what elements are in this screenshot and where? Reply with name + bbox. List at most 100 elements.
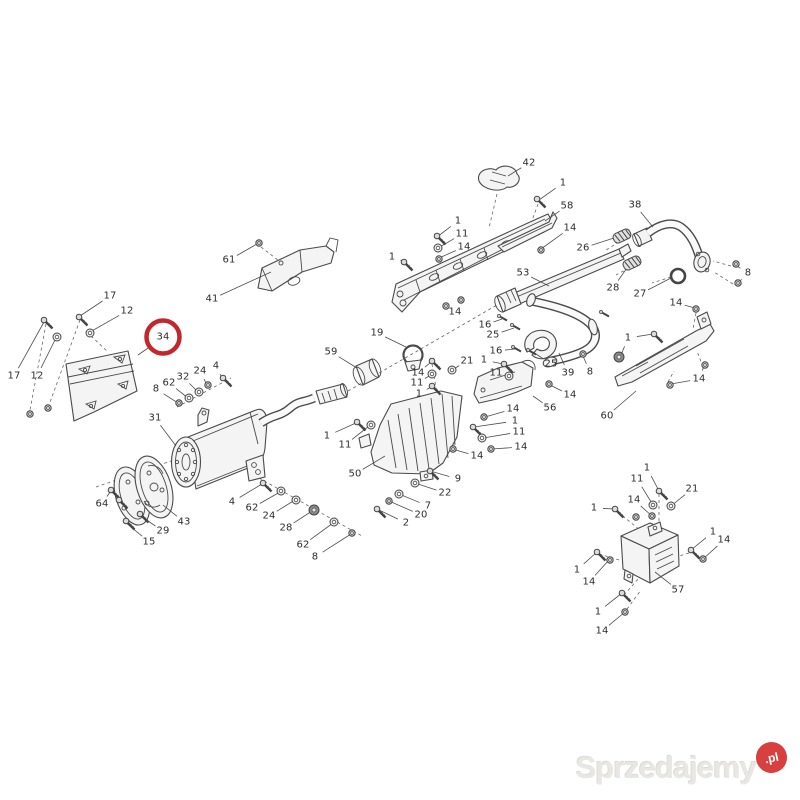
leader-line (484, 411, 505, 418)
pipe-39 (526, 293, 600, 368)
fastener-nut-icon (449, 445, 457, 453)
fastener-oring-icon (669, 267, 687, 285)
fastener-bolt-icon (400, 258, 414, 272)
fastener-washer-icon (433, 243, 443, 253)
fastener-bolt-icon (433, 232, 447, 246)
fastener-bolt-icon (428, 382, 442, 396)
fastener-washer-icon (504, 371, 514, 381)
fastener-washer-icon (329, 517, 339, 527)
fastener-bolt-icon (122, 517, 136, 531)
fastener-nut-icon (701, 361, 709, 369)
leader-line (239, 483, 263, 498)
leader-line (351, 425, 370, 440)
leader-line (501, 327, 515, 333)
leader-line (591, 237, 615, 246)
fastener-washer-icon (427, 369, 437, 379)
leader-line (79, 300, 103, 317)
fastener-bolt-icon (107, 486, 121, 500)
leader-line (540, 232, 563, 250)
fastener-nut-icon (666, 381, 674, 389)
fastener-bolt-icon (353, 418, 367, 432)
leader-line (482, 433, 511, 439)
fastener-pin-icon (599, 310, 610, 318)
leader-line (376, 508, 399, 520)
leader-line (162, 504, 178, 517)
leader-line (429, 470, 450, 477)
leader-line (163, 393, 179, 404)
leader-line (473, 421, 507, 428)
fastener-washer-icon (477, 433, 487, 443)
head-pipe-38 (632, 219, 711, 273)
fastener-washer-icon (52, 332, 62, 342)
fastener-bolt-icon (687, 546, 701, 560)
muffler-31 (170, 383, 348, 490)
fastener-bolt-icon (593, 548, 607, 562)
fastener-nut-icon (537, 246, 545, 254)
leader-line (538, 187, 556, 201)
fastener-washer-icon (85, 328, 95, 338)
fastener-bolt-icon (136, 510, 150, 524)
leader-line (259, 491, 281, 504)
fastener-pin-icon (511, 345, 522, 353)
leader-line (544, 210, 560, 222)
fastener-nut-icon (699, 555, 707, 563)
fastener-bolt-icon (618, 589, 632, 603)
bracket-60 (614, 311, 715, 387)
leader-line (594, 559, 610, 576)
heat-shield-50 (358, 390, 463, 482)
fastener-nut-icon (44, 404, 52, 412)
bracket-57 (620, 521, 680, 584)
leader-line (604, 592, 623, 607)
fastener-nut-icon (579, 350, 587, 358)
leader-line (18, 321, 45, 369)
fastener-nut-icon (435, 255, 443, 263)
leader-line (530, 276, 550, 287)
fastener-pin-icon (497, 314, 508, 322)
fastener-bolt-icon (40, 316, 54, 330)
fastener-washer-icon (394, 489, 404, 499)
fastener-nut-icon (385, 497, 393, 505)
fastener-bolt-icon (611, 505, 625, 519)
leader-line (322, 533, 352, 553)
fastener-nut-icon (621, 608, 629, 616)
leader-line (40, 337, 57, 369)
fastener-nut-icon (487, 445, 495, 453)
fastener-nut-icon (545, 380, 553, 388)
leader-line (338, 356, 358, 369)
fastener-bolt-icon (75, 313, 89, 327)
leader-line (613, 390, 637, 411)
pipe-53 (494, 243, 632, 313)
leader-line (310, 522, 334, 541)
watermark-text: Sprzedajemy (575, 750, 757, 785)
fastener-nut-icon (204, 381, 212, 389)
leader-line (362, 455, 386, 470)
leader-line (504, 348, 516, 351)
fastener-washer-icon (291, 495, 301, 505)
fastener-washer-icon (648, 500, 658, 510)
fastener-bolt-icon (373, 505, 387, 519)
fastener-washer-icon (194, 387, 204, 397)
fastener-nut-icon (606, 556, 614, 564)
highlight-circle (144, 318, 182, 356)
fastener-washer-icon (447, 365, 457, 375)
fastener-washer-icon (184, 393, 194, 403)
leader-line (532, 395, 543, 404)
leader-line (493, 318, 503, 323)
leader-line (558, 352, 565, 365)
fastener-nut-icon (648, 512, 656, 520)
leader-line (236, 243, 258, 256)
fastener-nut-icon (255, 239, 263, 247)
fastener-washer-icon (276, 486, 286, 496)
fastener-bolt-icon (219, 374, 233, 388)
fastener-bolt-icon (650, 330, 664, 344)
hanger-bracket (524, 329, 557, 360)
fastener-washer-icon (366, 420, 376, 430)
leader-line (384, 336, 407, 348)
leader-line (670, 380, 691, 385)
leader-line (220, 271, 272, 296)
fastener-nut-icon (734, 279, 742, 287)
clamp-19 (402, 344, 424, 372)
leader-line (89, 315, 120, 333)
